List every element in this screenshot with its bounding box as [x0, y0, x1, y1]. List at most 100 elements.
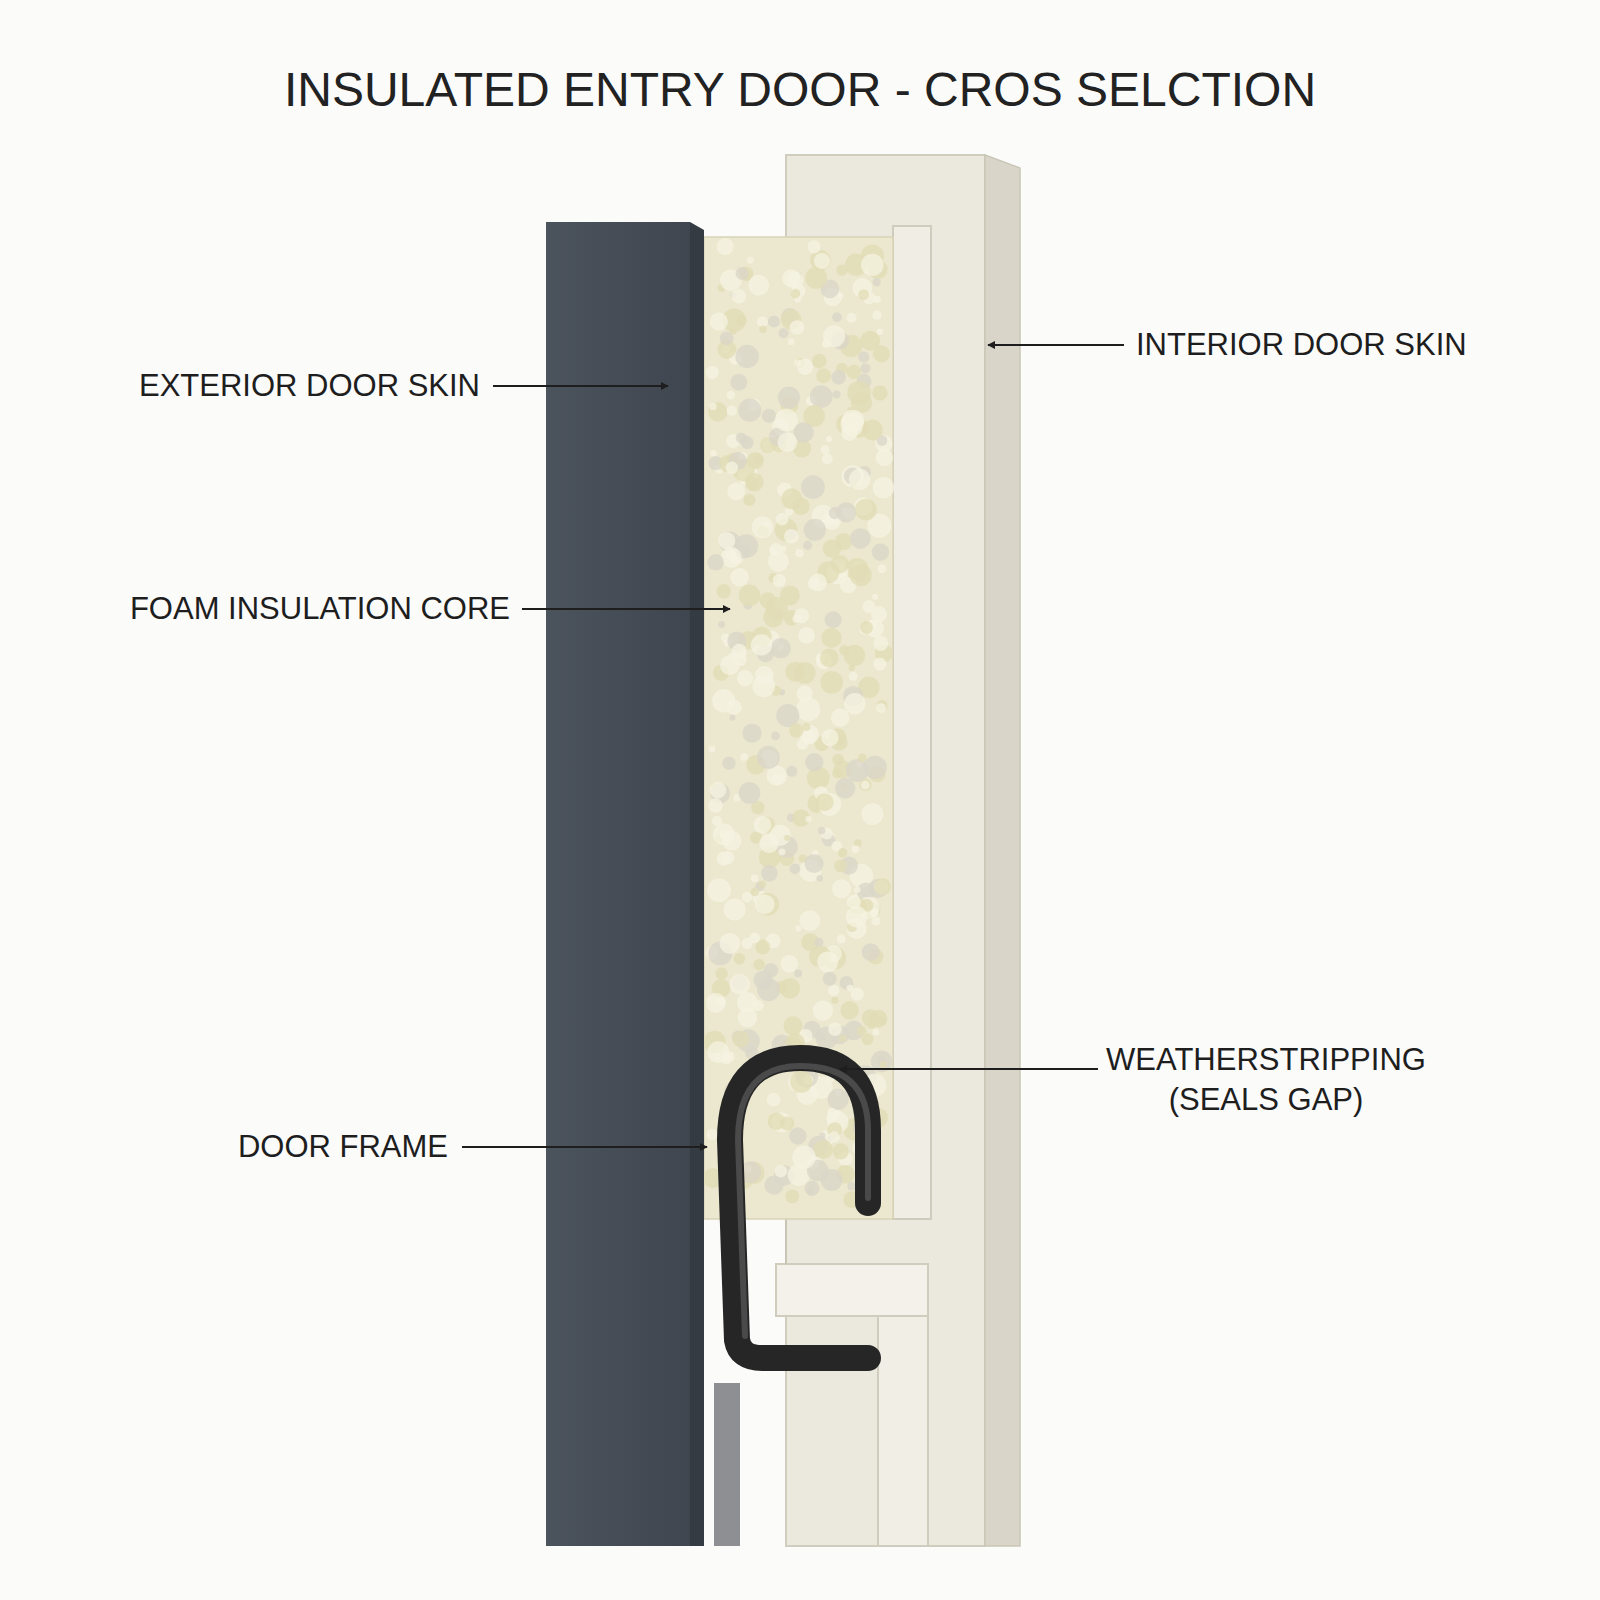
- foam-bubble: [850, 564, 872, 586]
- foam-bubble: [730, 568, 749, 587]
- foam-bubble: [729, 715, 735, 721]
- foam-bubble: [775, 1165, 788, 1178]
- foam-bubble: [815, 938, 824, 947]
- foam-bubble: [790, 863, 801, 874]
- foam-bubble: [755, 894, 775, 914]
- foam-bubble: [759, 326, 767, 334]
- interior-skin-panel: [893, 226, 931, 1219]
- foam-bubble: [847, 313, 857, 323]
- foam-bubble: [847, 1182, 856, 1191]
- foam-bubble: [837, 293, 843, 299]
- foam-bubble: [832, 390, 840, 398]
- foam-bubble: [790, 1070, 812, 1092]
- foam-bubble: [861, 254, 883, 276]
- foam-bubble: [713, 824, 735, 846]
- foam-bubble: [818, 1033, 826, 1041]
- foam-bubble: [861, 781, 870, 790]
- foam-bubble: [710, 450, 717, 457]
- foam-bubble: [826, 436, 832, 442]
- foam-bubble: [872, 594, 878, 600]
- foam-bubble: [805, 854, 824, 873]
- foam-bubble: [860, 363, 870, 373]
- weatherstrip-seal: [730, 1058, 868, 1358]
- frame-stop-piece: [776, 1264, 928, 1316]
- foam-bubble: [706, 993, 726, 1013]
- foam-bubble: [826, 1112, 837, 1123]
- foam-bubble: [748, 275, 769, 296]
- foam-bubble: [716, 584, 731, 599]
- foam-bubble: [757, 746, 780, 769]
- foam-bubble: [792, 615, 801, 624]
- foam-bubble: [765, 597, 788, 620]
- foam-bubble: [810, 385, 833, 408]
- foam-bubble: [808, 240, 821, 253]
- foam-bubble: [855, 499, 877, 521]
- frame-edge: [785, 1219, 787, 1264]
- foam-bubble: [847, 365, 862, 380]
- foam-bubble: [732, 1031, 749, 1048]
- foam-bubble: [742, 892, 752, 902]
- foam-bubble: [862, 1009, 879, 1026]
- foam-bubble: [717, 852, 731, 866]
- foam-bubble: [768, 551, 789, 572]
- weatherstrip-highlight: [738, 1066, 868, 1336]
- foam-bubble: [846, 906, 867, 927]
- foam-bubble: [794, 970, 802, 978]
- foam-bubble: [780, 955, 798, 973]
- foam-bubble: [805, 267, 827, 289]
- foam-bubble: [731, 289, 746, 304]
- foam-bubble: [710, 313, 728, 331]
- foam-bubble: [817, 951, 838, 972]
- exterior-skin-edge: [690, 222, 704, 1546]
- exterior-skin: [546, 222, 690, 1546]
- foam-bubble: [876, 703, 886, 713]
- foam-bubble: [847, 381, 871, 405]
- foam-bubble: [709, 403, 716, 410]
- foam-bubble: [727, 406, 737, 416]
- foam-bubble: [799, 910, 820, 931]
- foam-bubble: [823, 325, 845, 347]
- foam-bubble: [767, 1093, 781, 1107]
- foam-bubble: [773, 574, 786, 587]
- foam-bubble: [820, 671, 843, 694]
- foam-bubble: [759, 834, 778, 853]
- foam-bubble: [708, 402, 728, 422]
- part-label: INTERIOR DOOR SKIN: [1136, 325, 1467, 365]
- foam-bubble: [836, 502, 856, 522]
- frame-jamb-piece: [878, 1316, 928, 1546]
- part-label: FOAM INSULATION CORE: [130, 589, 510, 629]
- foam-bubble: [839, 1035, 846, 1042]
- foam-bubble: [829, 1131, 840, 1142]
- foam-bubble: [802, 723, 810, 731]
- foam-bubble: [832, 768, 842, 778]
- foam-bubble: [789, 723, 803, 737]
- foam-bubble: [838, 848, 848, 858]
- foam-bubble: [816, 875, 823, 882]
- foam-bubble: [732, 644, 747, 659]
- foam-bubble: [858, 289, 869, 300]
- foam-bubble: [804, 519, 826, 541]
- foam-bubble: [872, 543, 889, 560]
- foam-bubble: [762, 409, 776, 423]
- foam-bubble: [832, 312, 842, 322]
- foam-bubble: [720, 829, 731, 840]
- foam-bubble: [818, 827, 825, 834]
- foam-bubble: [721, 547, 742, 568]
- foam-bubble: [739, 782, 761, 804]
- foam-bubble: [751, 634, 772, 655]
- foam-bubble: [741, 436, 754, 449]
- foam-bubble: [751, 874, 759, 882]
- foam-bubble: [797, 358, 813, 374]
- foam-bubble: [719, 933, 740, 954]
- foam-bubble: [772, 773, 784, 785]
- foam-bubble: [798, 627, 815, 644]
- foam-bubble: [761, 865, 778, 882]
- foam-bubble: [789, 1127, 806, 1144]
- foam-bubble: [737, 670, 753, 686]
- foam-bubble: [872, 1029, 879, 1036]
- foam-bubble: [743, 494, 755, 506]
- foam-bubble: [813, 1140, 833, 1160]
- part-label: DOOR FRAME: [238, 1127, 448, 1167]
- foam-bubble: [871, 606, 887, 622]
